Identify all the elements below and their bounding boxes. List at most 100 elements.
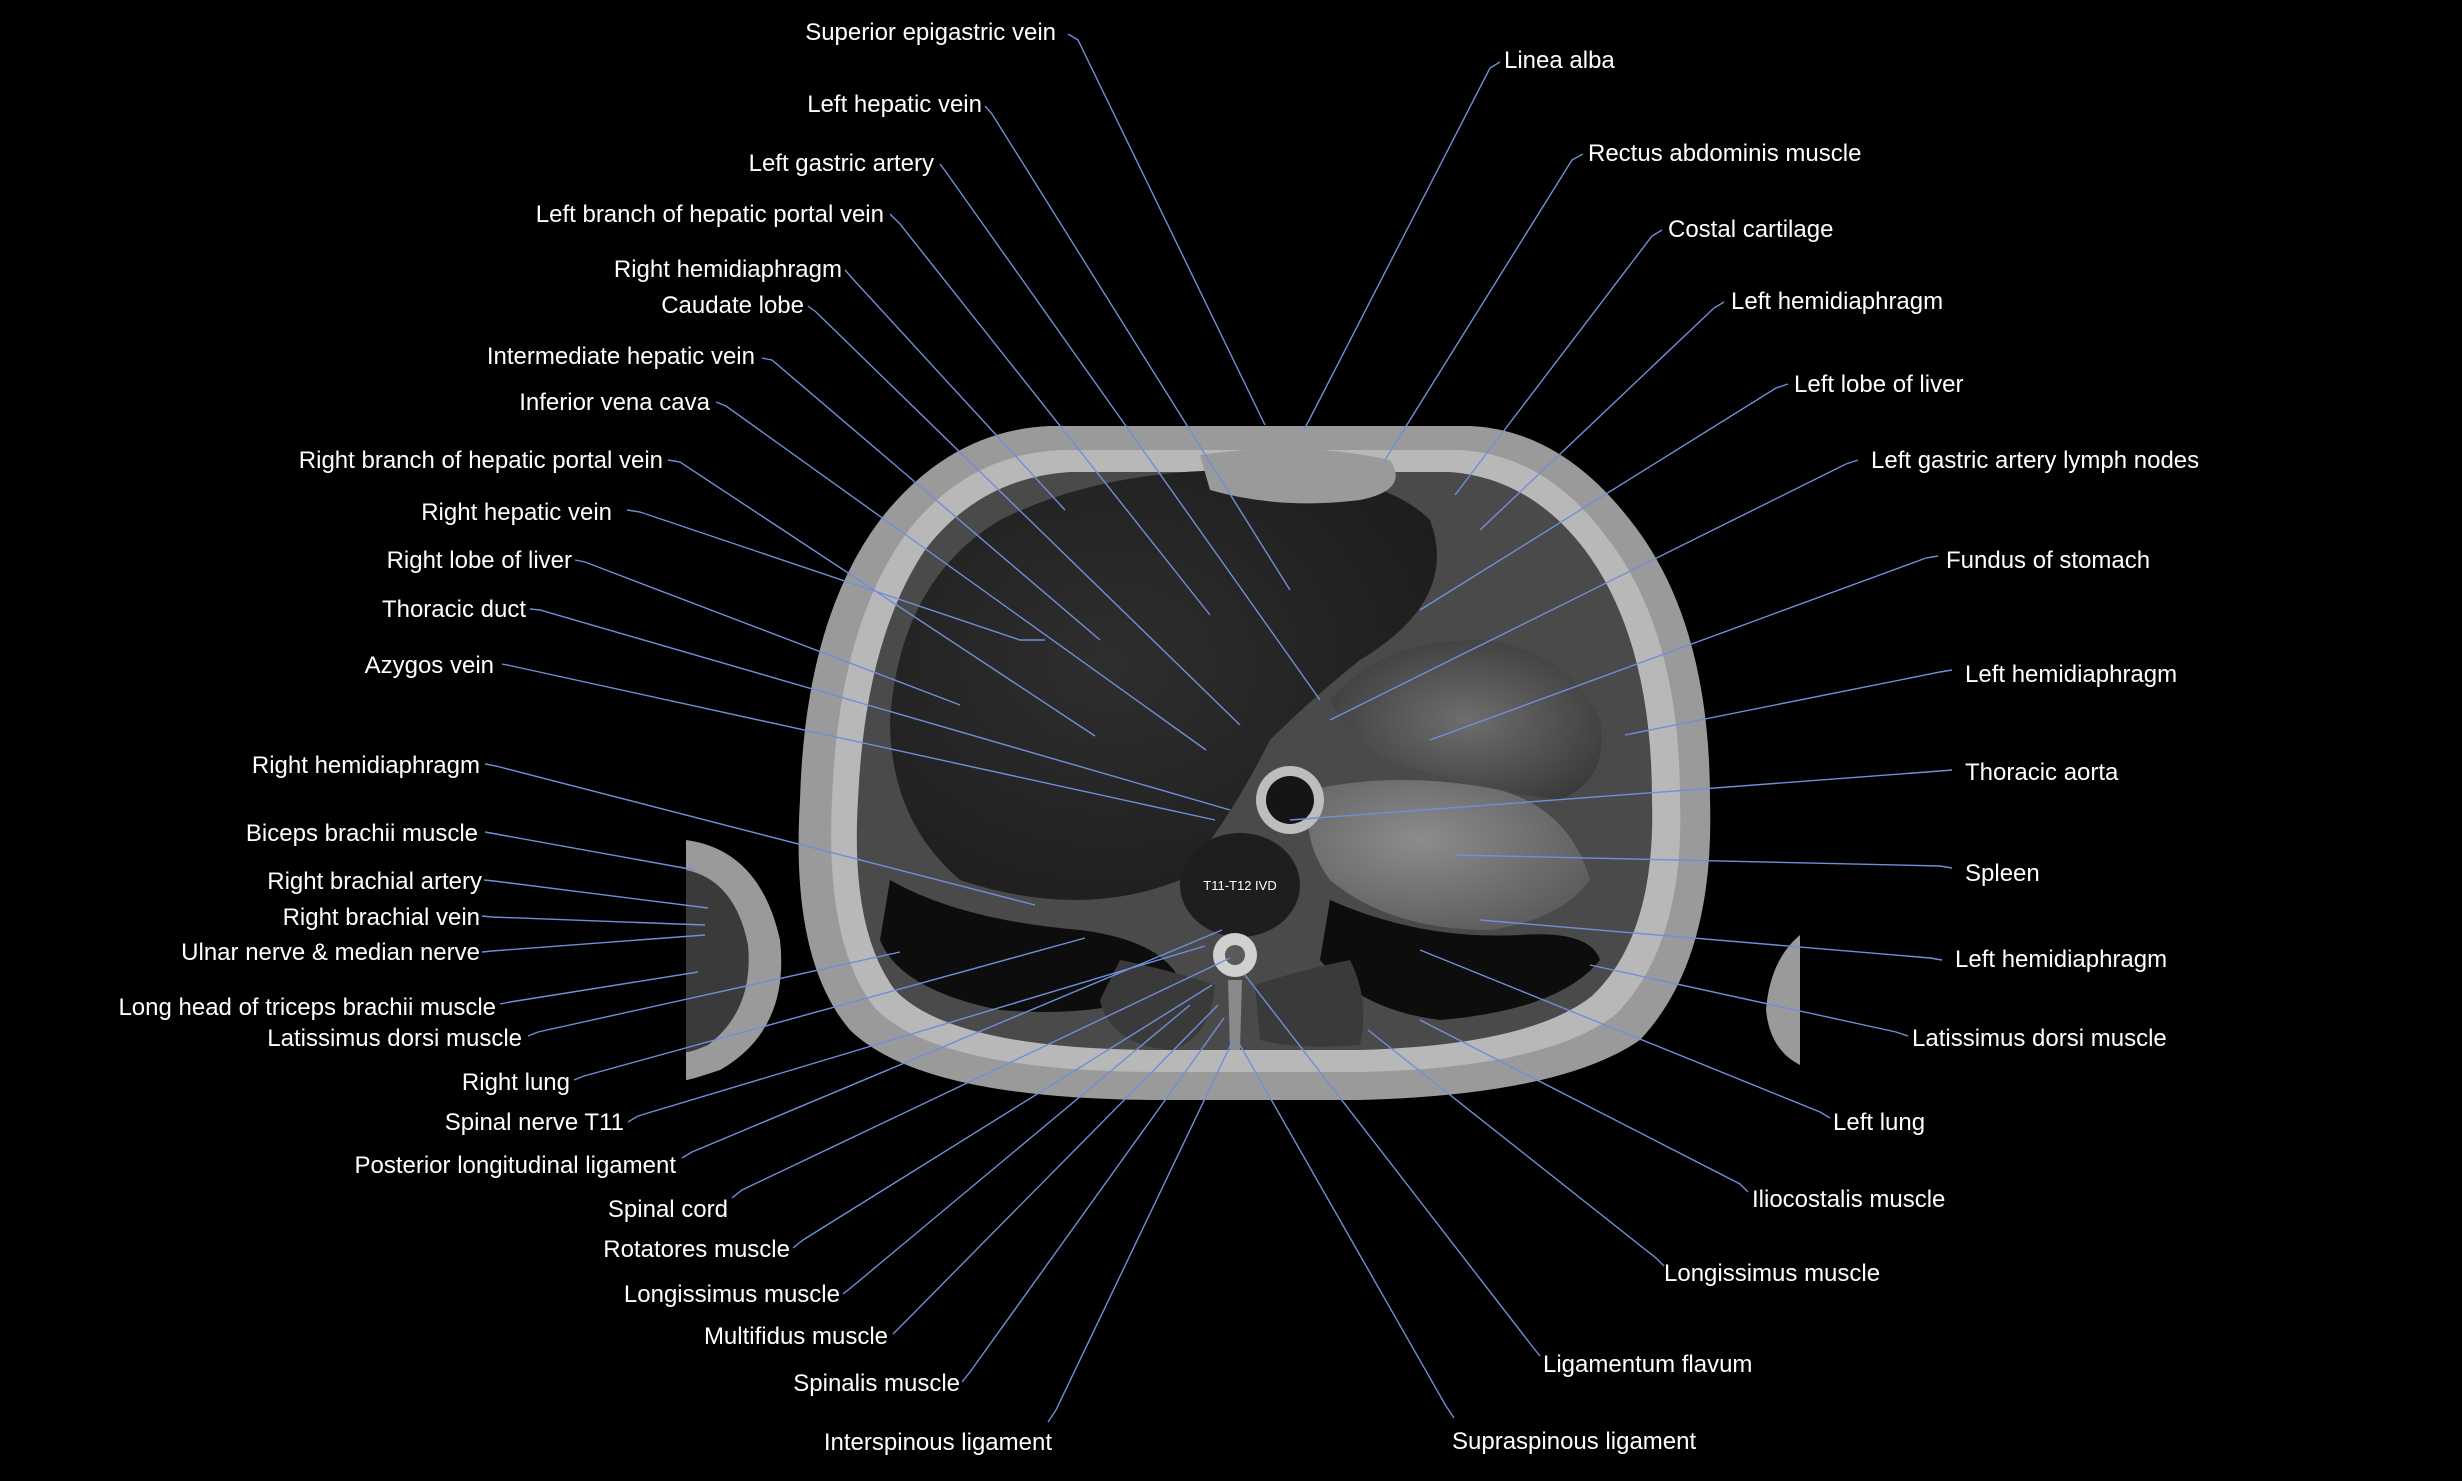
mri-image: T11-T12 IVD: [686, 426, 1800, 1100]
leader-right-brachial-vein: [481, 915, 706, 926]
leader-left-gastric-artery: [939, 163, 1321, 701]
label-spinal-nerve-t11: Spinal nerve T11: [445, 1109, 624, 1136]
leader-left-gastric-lymph-nodes: [1329, 459, 1859, 721]
label-right-brachial-vein: Right brachial vein: [283, 904, 480, 931]
label-right-branch-hepatic-portal-vein: Right branch of hepatic portal vein: [299, 447, 663, 474]
label-spinal-cord: Spinal cord: [608, 1196, 728, 1223]
label-long-head-triceps: Long head of triceps brachii muscle: [118, 994, 496, 1021]
leader-biceps-brachii: [484, 831, 696, 871]
label-left-hemidiaphragm-3: Left hemidiaphragm: [1955, 946, 2167, 973]
leader-thoracic-aorta: [1289, 769, 1953, 821]
label-longissimus-muscle-right: Longissimus muscle: [624, 1281, 840, 1308]
leader-intermediate-hepatic-vein: [761, 357, 1101, 641]
leader-caudate-lobe: [807, 305, 1241, 726]
leader-supraspinous-ligament: [1239, 1044, 1455, 1419]
label-biceps-brachii-muscle: Biceps brachii muscle: [246, 820, 478, 847]
label-longissimus-muscle-left: Longissimus muscle: [1664, 1260, 1880, 1287]
label-right-hemidiaphragm-2: Right hemidiaphragm: [252, 752, 480, 779]
label-ulnar-median-nerve: Ulnar nerve & median nerve: [181, 939, 480, 966]
leader-right-lung: [573, 937, 1086, 1081]
label-rectus-abdominis-muscle: Rectus abdominis muscle: [1588, 140, 1861, 167]
leader-longissimus-left: [1367, 1029, 1665, 1267]
label-right-brachial-artery: Right brachial artery: [267, 868, 482, 895]
leader-spinal-cord: [731, 957, 1231, 1199]
spinous-process: [1228, 980, 1242, 1050]
label-costal-cartilage: Costal cartilage: [1668, 216, 1833, 243]
leader-spinal-nerve-t11: [627, 945, 1206, 1123]
label-thoracic-duct: Thoracic duct: [382, 596, 526, 623]
label-left-hepatic-vein: Left hepatic vein: [807, 91, 982, 118]
label-intermediate-hepatic-vein: Intermediate hepatic vein: [487, 343, 755, 370]
label-right-hemidiaphragm-1: Right hemidiaphragm: [614, 256, 842, 283]
leader-lines: [481, 33, 1953, 1423]
label-left-hemidiaphragm-2: Left hemidiaphragm: [1965, 661, 2177, 688]
leader-superior-epigastric-vein: [1067, 33, 1266, 426]
leader-ulnar-median-nerve: [481, 934, 706, 953]
leader-rectus-abdominis: [1384, 153, 1584, 461]
left-lobe-anterior: [1200, 448, 1396, 504]
label-linea-alba: Linea alba: [1504, 47, 1615, 74]
leader-linea-alba: [1303, 61, 1501, 431]
left-arm: [1766, 935, 1800, 1065]
paraspinal-right: [1100, 960, 1215, 1050]
leader-interspinous-ligament: [1047, 1039, 1234, 1423]
vertebral-disc: [1180, 833, 1300, 937]
leader-rotatores: [792, 984, 1213, 1249]
label-superior-epigastric-vein: Superior epigastric vein: [805, 19, 1056, 46]
right-arm-inner: [686, 870, 749, 1052]
label-right-lobe-of-liver: Right lobe of liver: [387, 547, 572, 574]
label-left-branch-hepatic-portal-vein: Left branch of hepatic portal vein: [536, 201, 884, 228]
leader-left-branch-portal-vein: [889, 213, 1211, 616]
leader-multifidus: [892, 1004, 1219, 1335]
label-latissimus-dorsi-left: Latissimus dorsi muscle: [1912, 1025, 2167, 1052]
leader-azygos-vein: [501, 663, 1216, 821]
label-right-hepatic-vein: Right hepatic vein: [421, 499, 612, 526]
leader-posterior-longitudinal-ligament: [681, 929, 1223, 1159]
leader-thoracic-duct: [529, 608, 1231, 811]
leader-right-lobe-of-liver: [574, 559, 961, 706]
leader-left-lung: [1419, 949, 1831, 1119]
left-lung-region: [1320, 900, 1600, 1020]
label-left-lung: Left lung: [1833, 1109, 1925, 1136]
aorta-lumen: [1266, 776, 1314, 824]
leader-left-hepatic-vein: [984, 105, 1291, 591]
leader-right-brachial-artery: [483, 879, 709, 909]
leader-right-branch-portal-vein: [667, 459, 1096, 737]
label-ligamentum-flavum: Ligamentum flavum: [1543, 1351, 1752, 1378]
leader-long-head-triceps: [499, 971, 699, 1005]
leader-right-hemidiaphragm-2: [484, 763, 1036, 906]
leader-spleen: [1454, 854, 1953, 869]
leader-left-lobe-of-liver: [1419, 383, 1789, 611]
paraspinal-left: [1255, 960, 1364, 1047]
leader-right-hemidiaphragm-1: [844, 269, 1066, 511]
labels-left: Superior epigastric vein Left hepatic ve…: [118, 19, 1056, 1456]
leader-costal-cartilage: [1454, 229, 1663, 496]
label-latissimus-dorsi-right: Latissimus dorsi muscle: [267, 1025, 522, 1052]
leader-latissimus-dorsi-right: [527, 951, 901, 1037]
label-spleen: Spleen: [1965, 860, 2040, 887]
label-left-hemidiaphragm-1: Left hemidiaphragm: [1731, 288, 1943, 315]
leader-right-hepatic-vein: [626, 509, 1045, 641]
label-left-gastric-artery: Left gastric artery: [749, 150, 934, 177]
label-fundus-of-stomach: Fundus of stomach: [1946, 547, 2150, 574]
leader-iliocostalis: [1419, 1019, 1749, 1193]
label-posterior-longitudinal-ligament: Posterior longitudinal ligament: [354, 1152, 676, 1179]
leader-fundus-of-stomach: [1429, 555, 1939, 741]
label-left-gastric-artery-lymph-nodes: Left gastric artery lymph nodes: [1871, 447, 2199, 474]
spleen: [1307, 780, 1590, 930]
label-caudate-lobe: Caudate lobe: [661, 292, 804, 319]
leader-left-hemidiaphragm-3: [1479, 919, 1943, 961]
leader-inferior-vena-cava: [715, 401, 1207, 751]
label-iliocostalis-muscle: Iliocostalis muscle: [1752, 1186, 1945, 1213]
leader-longissimus-right: [842, 1004, 1191, 1295]
label-rotatores-muscle: Rotatores muscle: [603, 1236, 790, 1263]
labels-right: Linea alba Rectus abdominis muscle Costa…: [1452, 47, 2199, 1455]
label-azygos-vein: Azygos vein: [365, 652, 494, 679]
label-multifidus-muscle: Multifidus muscle: [704, 1323, 888, 1350]
label-left-lobe-of-liver: Left lobe of liver: [1794, 371, 1963, 398]
label-right-lung: Right lung: [462, 1069, 570, 1096]
label-thoracic-aorta: Thoracic aorta: [1965, 759, 2119, 786]
leader-ligamentum-flavum: [1244, 974, 1541, 1357]
leader-left-hemidiaphragm-2: [1624, 669, 1953, 736]
